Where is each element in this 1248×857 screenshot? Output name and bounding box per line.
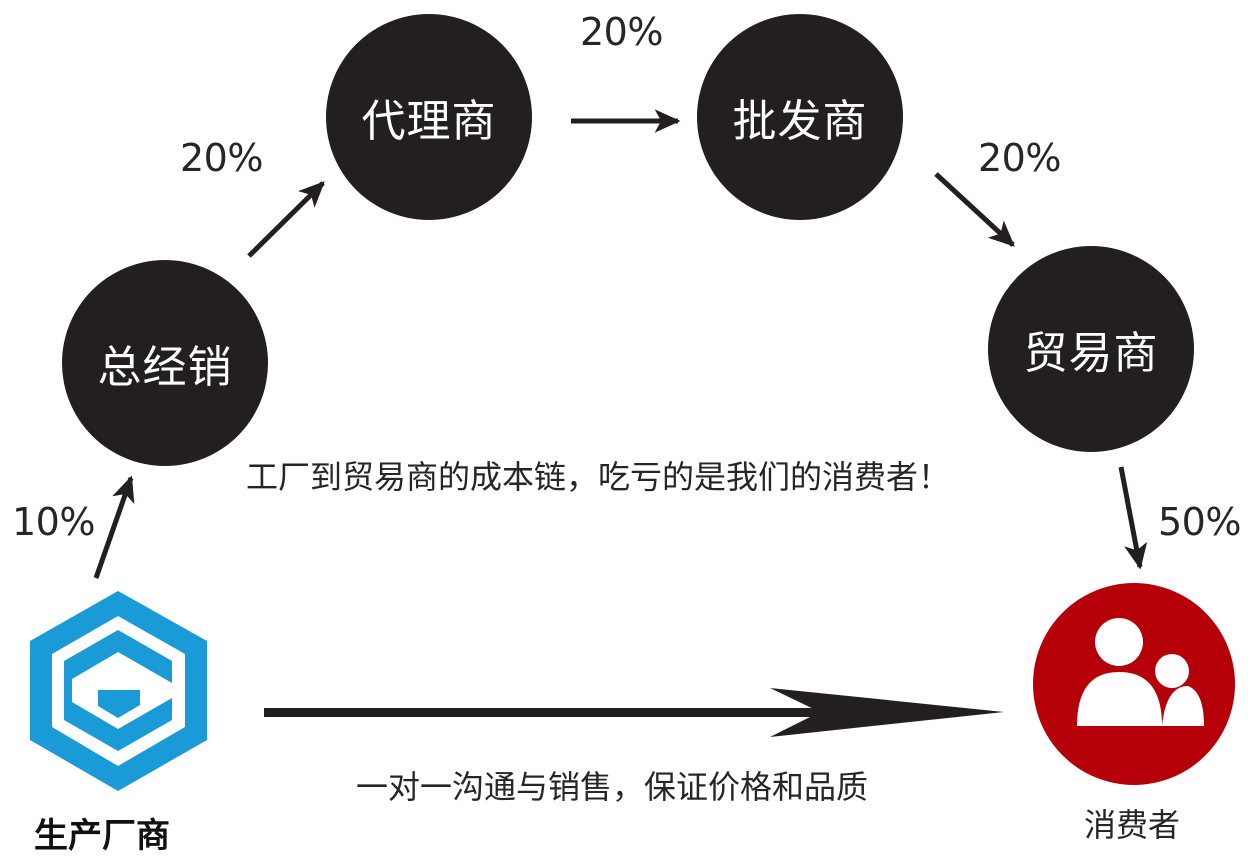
users-icon <box>1033 583 1235 785</box>
arrow-manufacturer-to-general <box>93 475 135 579</box>
node-wholesaler: 批发商 <box>697 14 903 220</box>
node-agent-label: 代理商 <box>361 96 497 147</box>
node-general-distributor: 总经销 <box>62 260 268 466</box>
node-trader: 贸易商 <box>988 246 1194 452</box>
node-wholesaler-label: 批发商 <box>732 96 868 147</box>
manufacturer-label: 生产厂商 <box>34 816 170 856</box>
pct-wholesaler-to-trader: 20% <box>978 136 1061 180</box>
hexagon-c-logo-icon <box>30 591 207 791</box>
node-trader-label: 贸易商 <box>1023 328 1159 379</box>
cost-chain-caption: 工厂到贸易商的成本链，吃亏的是我们的消费者！ <box>246 458 951 496</box>
node-agent: 代理商 <box>326 14 532 220</box>
arrow-trader-to-consumer <box>1118 466 1148 570</box>
direct-channel-arrow <box>264 688 1004 737</box>
arrow-general-to-agent <box>247 181 325 258</box>
arrow-wholesaler-to-trader <box>934 172 1015 247</box>
node-general-distributor-label: 总经销 <box>97 342 233 393</box>
direct-channel-caption: 一对一沟通与销售，保证价格和品质 <box>356 768 869 806</box>
consumer-label: 消费者 <box>1084 806 1181 844</box>
pct-manufacturer-to-general: 10% <box>12 500 95 544</box>
pct-general-to-agent: 20% <box>180 136 263 180</box>
pct-trader-to-consumer: 50% <box>1158 500 1241 544</box>
pct-agent-to-wholesaler: 20% <box>580 10 663 54</box>
